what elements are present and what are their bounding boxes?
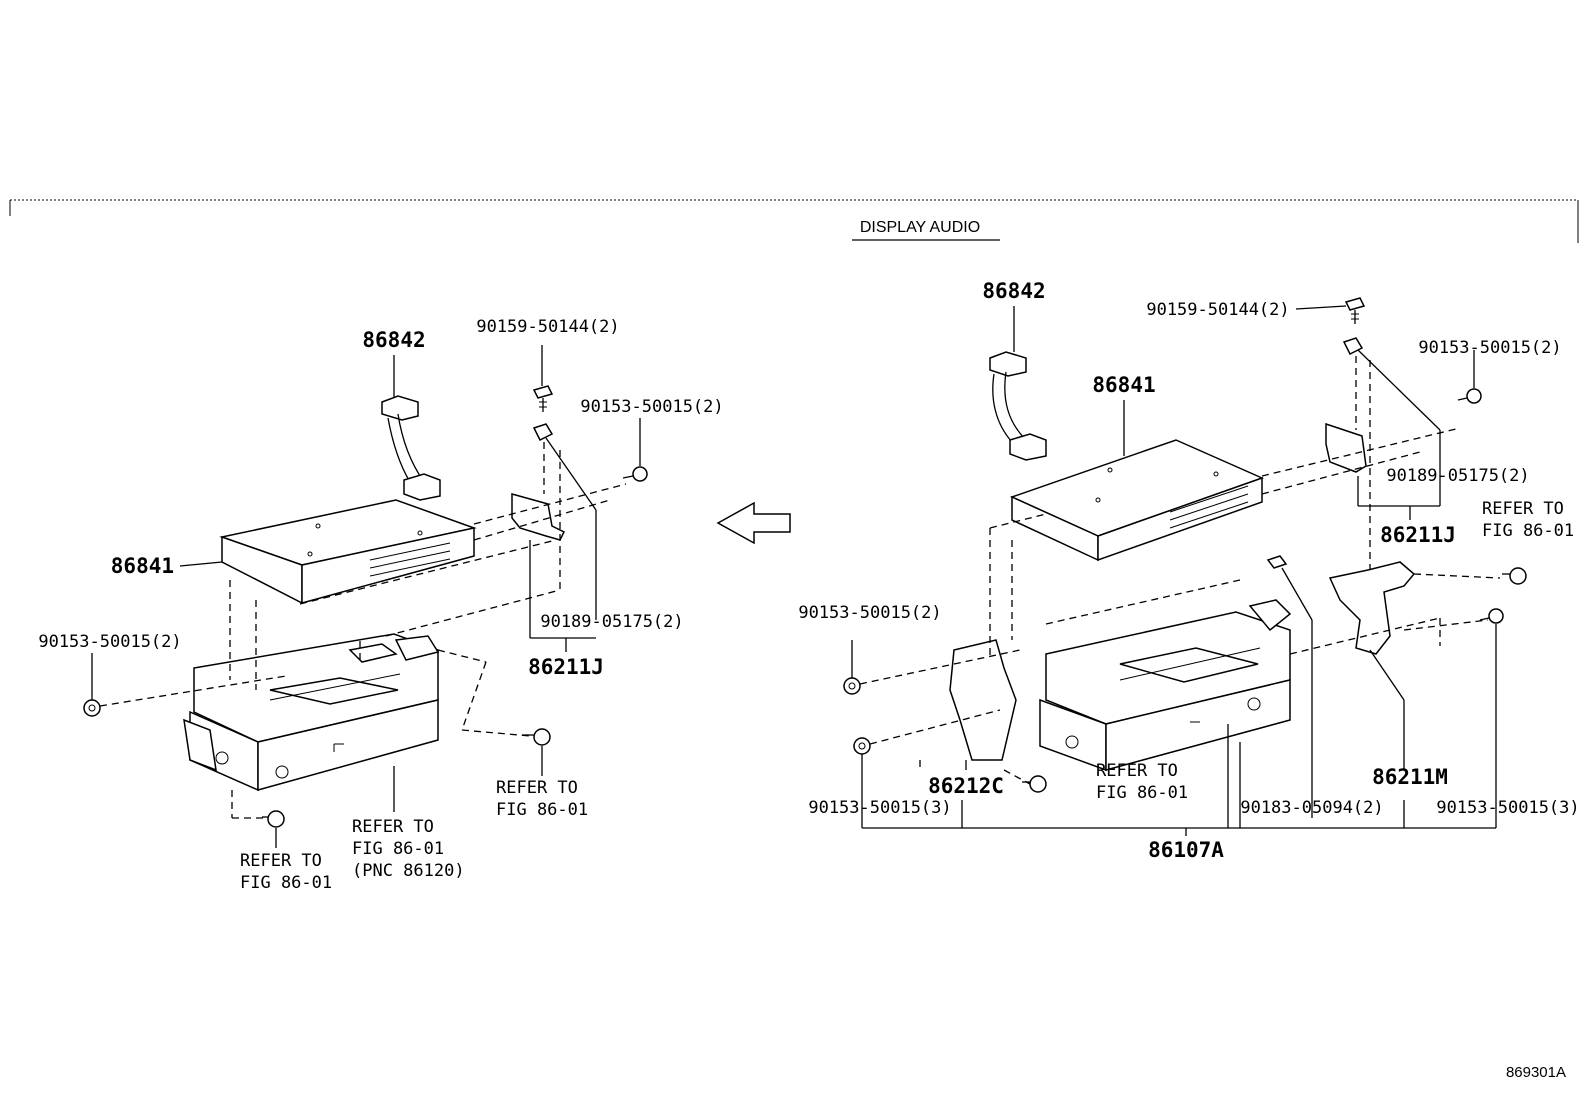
label-refer-center-1: REFER TO (352, 817, 434, 837)
label-86841: 86841 (111, 554, 174, 578)
label-refer-center-right-2: FIG 86-01 (1096, 783, 1188, 803)
label-90159-right: 90159-50144(2) (1146, 300, 1289, 320)
label-90189: 90189-05175(2) (540, 612, 683, 632)
leader-90159-right (1295, 305, 1347, 310)
label-90153-bottom-right: 90153-50015(3) (1436, 798, 1579, 818)
housing-assembly-right (1039, 599, 1292, 772)
label-refer-center-2: FIG 86-01 (352, 839, 444, 859)
screw-90153-bottom-right-icon (1479, 608, 1504, 624)
screw-90153-bottom-left-icon (853, 737, 871, 755)
label-refer-bottom-1: REFER TO (240, 851, 322, 871)
section-bracket (9, 199, 1579, 243)
wire-harness-86842-right (989, 351, 1047, 461)
screw-refer-right-icon (522, 728, 551, 746)
bracket-86212C-icon (949, 639, 1017, 761)
label-86211M: 86211M (1372, 765, 1448, 789)
label-refer-right-1: REFER TO (496, 778, 578, 798)
leader-86107A-tree (862, 724, 1497, 836)
leader-86211M-a (1369, 649, 1405, 701)
leader-90183-a (1281, 567, 1313, 621)
left-assembly: 86842 86841 90159-50144(2) 90153-50015(2… (38, 317, 723, 893)
label-90183: 90183-05094(2) (1240, 798, 1383, 818)
screw-90153-top-right-icon (1457, 388, 1482, 404)
clip-right-icon (1342, 337, 1364, 356)
clip-90183-icon (1266, 555, 1288, 569)
screw-90153-left-icon (83, 699, 101, 717)
section-title: DISPLAY AUDIO (860, 219, 980, 236)
label-refer-center-3: (PNC 86120) (352, 861, 465, 881)
label-86211J-right: 86211J (1380, 523, 1456, 547)
label-86841-right: 86841 (1092, 373, 1155, 397)
housing-assembly (183, 633, 440, 792)
bracket-90189-right-icon (1325, 422, 1367, 473)
label-86212C: 86212C (928, 774, 1004, 798)
assembly-guides-left (99, 442, 627, 819)
label-refer-right-2: FIG 86-01 (496, 800, 588, 820)
screw-90159-right-icon (1344, 297, 1366, 324)
label-refer-bottom-2: FIG 86-01 (240, 873, 332, 893)
assembly-guides-right (859, 356, 1501, 785)
leader-86841 (179, 561, 223, 567)
bracket-86211M-icon (1328, 561, 1416, 655)
label-90153-left: 90153-50015(2) (38, 632, 181, 652)
screw-90153-top-icon (622, 466, 648, 482)
label-90153-mid: 90153-50015(2) (798, 603, 941, 623)
screw-refer-center-right-icon (1022, 775, 1047, 793)
label-86842-right: 86842 (982, 279, 1045, 303)
left-arrow-icon (716, 501, 791, 545)
screw-90153-mid-icon (843, 677, 861, 695)
label-90159: 90159-50144(2) (476, 317, 619, 337)
label-90153-top: 90153-50015(2) (580, 397, 723, 417)
label-refer-right-right-2: FIG 86-01 (1482, 521, 1574, 541)
screw-refer-bottom-icon (262, 810, 285, 828)
label-refer-right-right-1: REFER TO (1482, 499, 1564, 519)
bracket-90189-icon (511, 493, 566, 541)
label-refer-center-right-1: REFER TO (1096, 761, 1178, 781)
screw-90159-icon (532, 385, 554, 412)
screw-refer-right-right-icon (1502, 567, 1527, 585)
leader-90189-right-a (1357, 349, 1441, 431)
figure-number: 869301A (1506, 1064, 1566, 1081)
leader-90189-a (545, 437, 597, 511)
label-90153-top-right: 90153-50015(2) (1418, 338, 1561, 358)
clip-icon (532, 423, 554, 442)
right-assembly: 86842 86841 90159-50144(2) 90153-50015(2… (798, 279, 1579, 862)
label-86211J: 86211J (528, 655, 604, 679)
label-90189-right: 90189-05175(2) (1386, 466, 1529, 486)
audio-unit-86841 (219, 499, 477, 605)
label-86107A: 86107A (1148, 838, 1224, 862)
label-86842: 86842 (362, 328, 425, 352)
label-90153-bottom-left: 90153-50015(3) (808, 798, 951, 818)
audio-unit-86841-right (1009, 439, 1265, 562)
wire-harness-86842 (381, 395, 441, 501)
